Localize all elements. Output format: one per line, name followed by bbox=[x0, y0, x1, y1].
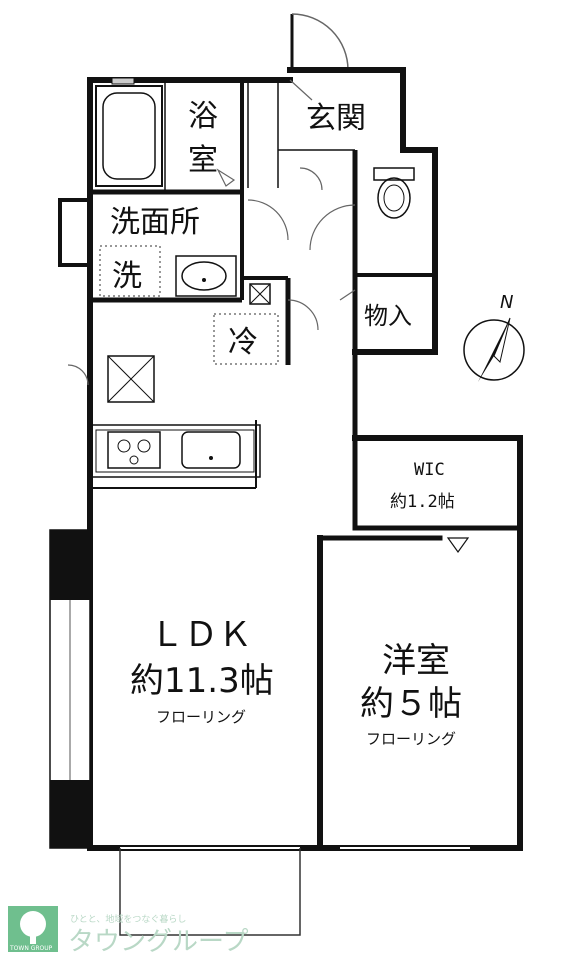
compass-icon: N bbox=[463, 292, 525, 382]
washroom-label: 洗面所 bbox=[110, 205, 200, 240]
storage-label: 物入 bbox=[364, 302, 412, 330]
footer-tagline: ひとと、地域をつなぐ暮らし bbox=[70, 913, 186, 925]
ldk-size: 約11.3帖 bbox=[130, 661, 274, 701]
bath-label-top: 浴 bbox=[188, 99, 218, 134]
footer-brand: タウングループ bbox=[68, 927, 248, 957]
range-hood-icon bbox=[107, 355, 155, 403]
balcony bbox=[119, 848, 301, 936]
compass-north-label: N bbox=[500, 292, 513, 313]
interior-walls bbox=[90, 80, 435, 365]
western-room-floor: フローリング bbox=[366, 730, 456, 748]
fridge-label: 冷 bbox=[228, 325, 258, 360]
fridge-space bbox=[213, 313, 279, 365]
wic-label: WIC bbox=[414, 460, 445, 480]
stove-icon bbox=[107, 431, 161, 469]
bathtub-icon bbox=[95, 77, 163, 187]
logo-subtext: TOWN GROUP bbox=[9, 945, 53, 952]
entrance-label: 玄関 bbox=[306, 101, 366, 136]
kitchen-counter bbox=[89, 420, 261, 489]
wic-door-icon bbox=[446, 537, 470, 554]
wic-size: 約1.2帖 bbox=[390, 492, 455, 512]
town-group-logo: TOWN GROUP bbox=[8, 906, 58, 952]
kitchen-sink-icon bbox=[181, 431, 241, 469]
windows bbox=[49, 529, 470, 849]
entrance-door-icon bbox=[290, 13, 349, 71]
washbasin-icon bbox=[175, 255, 237, 297]
bath-label-bottom: 室 bbox=[188, 143, 218, 178]
washer-space bbox=[99, 245, 161, 297]
toilet-icon bbox=[373, 167, 415, 219]
ldk-label: ＬＤＫ bbox=[150, 615, 252, 655]
door-icons bbox=[67, 79, 356, 386]
washer-label: 洗 bbox=[112, 259, 142, 294]
western-room-size: 約５帖 bbox=[360, 684, 462, 724]
western-room-label: 洋室 bbox=[382, 641, 450, 681]
pipe-space-icon bbox=[249, 283, 271, 305]
ldk-floor: フローリング bbox=[156, 708, 246, 726]
